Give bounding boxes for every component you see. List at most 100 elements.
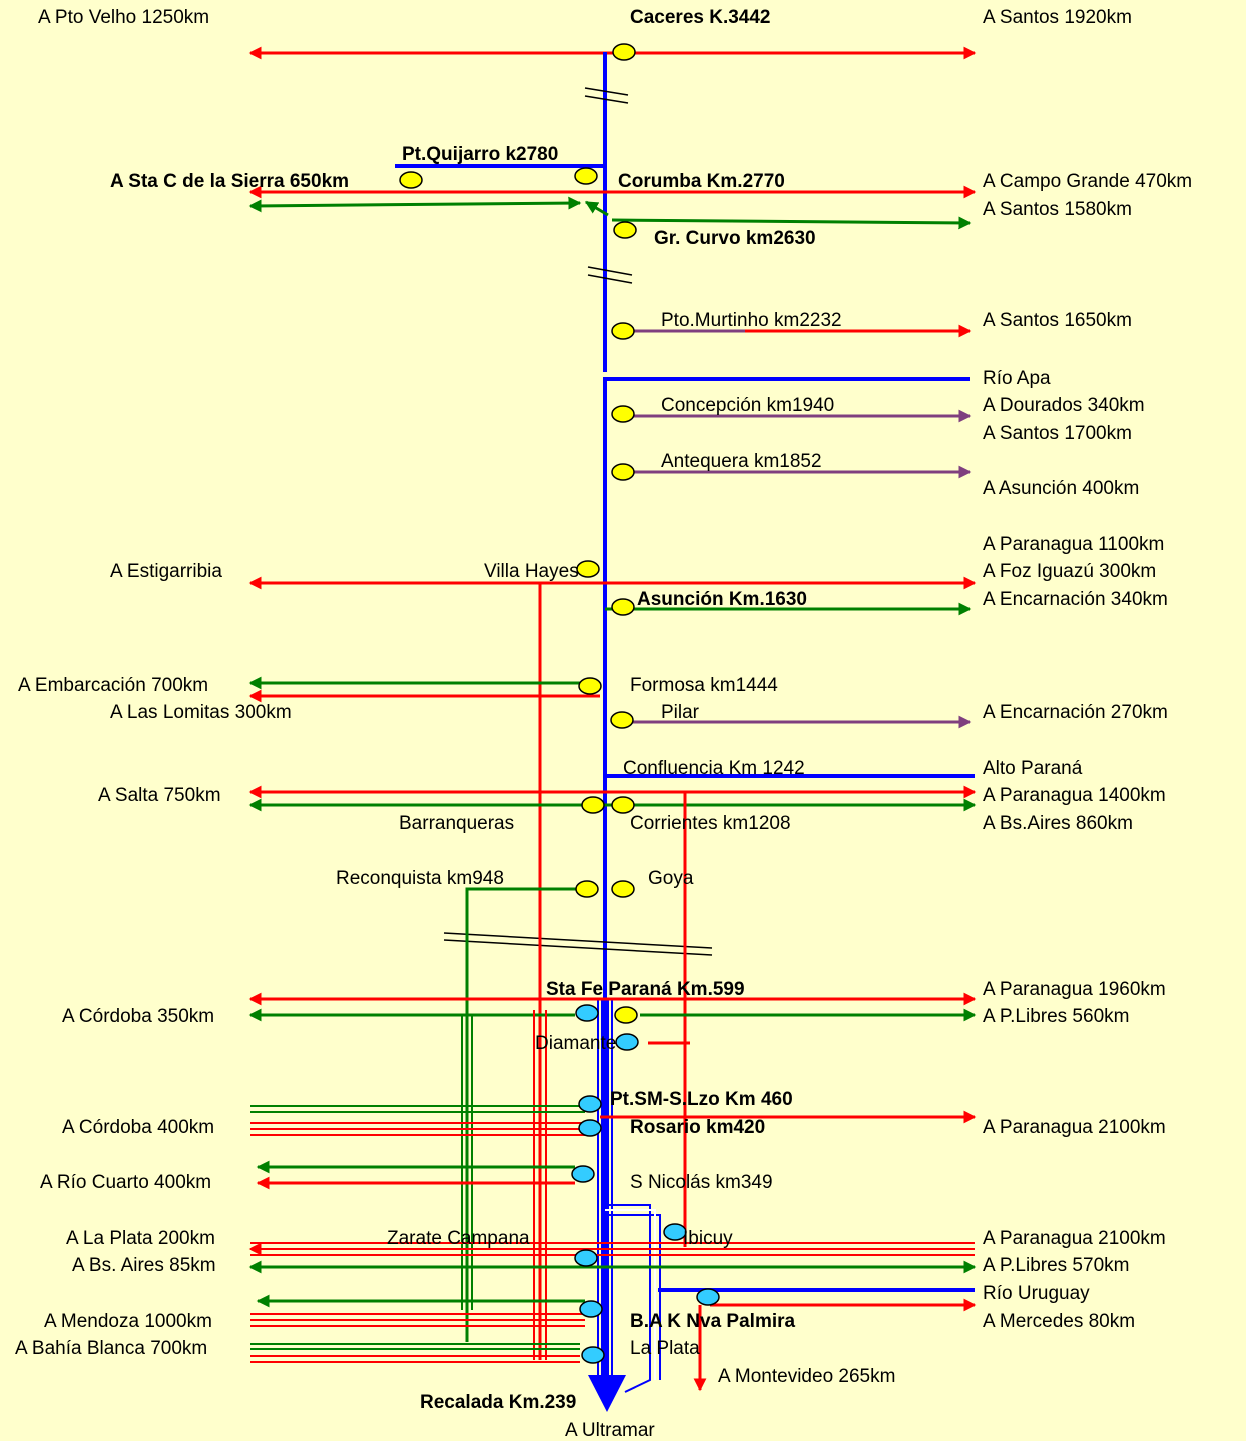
port-label: Reconquista km948	[336, 868, 504, 889]
port-label: S Nicolás km349	[630, 1172, 773, 1193]
destination-label: A Dourados 340km	[983, 395, 1145, 416]
port-marker[interactable]	[571, 1165, 595, 1183]
destination-label: A Córdoba 350km	[62, 1006, 215, 1027]
port-marker[interactable]	[614, 1006, 638, 1024]
destination-label: A Córdoba 400km	[62, 1117, 215, 1138]
destination-label: A Río Cuarto 400km	[40, 1172, 212, 1193]
port-marker[interactable]	[613, 221, 637, 239]
port-label: Antequera km1852	[661, 451, 822, 472]
destination-label: A Paranagua 2100km	[983, 1117, 1166, 1138]
port-label: Pilar	[661, 702, 700, 723]
port-label: Confluencia Km 1242	[623, 758, 805, 779]
destination-label: A Las Lomitas 300km	[110, 702, 292, 723]
port-marker[interactable]	[611, 796, 635, 814]
port-label: Barranqueras	[399, 813, 515, 834]
destination-label: A Paranagua 2100km	[983, 1228, 1166, 1249]
port-marker[interactable]	[615, 1033, 639, 1051]
destination-label: A Montevideo 265km	[718, 1366, 896, 1387]
destination-label: A Mercedes 80km	[983, 1311, 1136, 1332]
destination-label: A Bs. Aires 85km	[72, 1255, 216, 1276]
road-line	[248, 196, 582, 213]
port-label: Formosa km1444	[630, 675, 778, 696]
port-label: Gr. Curvo km2630	[654, 228, 816, 249]
port-marker[interactable]	[581, 796, 605, 814]
break-mark	[587, 274, 633, 284]
port-marker[interactable]	[611, 880, 635, 898]
port-marker[interactable]	[578, 677, 602, 695]
destination-label: A Bahía Blanca 700km	[15, 1338, 208, 1359]
destination-label: A P.Libres 570km	[983, 1255, 1130, 1276]
port-marker[interactable]	[579, 1300, 603, 1318]
destination-label: A Ultramar	[565, 1420, 655, 1441]
river-label: Alto Paraná	[983, 758, 1083, 779]
destination-label: A La Plata 200km	[66, 1228, 215, 1249]
destination-label: A Estigarribia	[110, 561, 222, 582]
destination-label: A Sta C de la Sierra 650km	[110, 171, 350, 192]
river-delta	[605, 1209, 656, 1380]
port-marker[interactable]	[575, 1004, 599, 1022]
port-marker[interactable]	[610, 711, 634, 729]
port-label: B.A K Nva Palmira	[630, 1311, 796, 1332]
port-marker[interactable]	[612, 43, 636, 61]
destination-label: A Encarnación 340km	[983, 589, 1168, 610]
port-label: Concepción km1940	[661, 395, 835, 416]
river-label: Río Uruguay	[983, 1283, 1090, 1304]
port-marker[interactable]	[574, 1249, 598, 1267]
break-mark	[443, 932, 713, 949]
port-marker[interactable]	[574, 167, 598, 185]
port-label: Pto.Murtinho km2232	[661, 310, 842, 331]
port-marker[interactable]	[611, 598, 635, 616]
port-label: Zarate Campana	[387, 1228, 530, 1249]
river-delta	[605, 1214, 661, 1380]
destination-label: A Salta 750km	[98, 785, 221, 806]
destination-label: A Paranagua 1400km	[983, 785, 1166, 806]
port-label: Recalada Km.239	[420, 1392, 577, 1413]
port-label: Goya	[648, 868, 694, 889]
port-marker[interactable]	[399, 171, 423, 189]
port-marker[interactable]	[578, 1095, 602, 1113]
port-label: Asunción Km.1630	[637, 589, 807, 610]
destination-label: A Embarcación 700km	[18, 675, 209, 696]
destination-label: A Campo Grande 470km	[983, 171, 1193, 192]
destination-label: A P.Libres 560km	[983, 1006, 1130, 1027]
port-label: Pt.SM-S.Lzo Km 460	[610, 1089, 793, 1110]
port-marker[interactable]	[611, 322, 635, 340]
break-mark	[584, 95, 629, 104]
road-trunk	[465, 887, 585, 1342]
port-label: Corumba Km.2770	[618, 171, 785, 192]
destination-label: A Asunción 400km	[983, 478, 1140, 499]
river-delta	[605, 1204, 651, 1393]
destination-label: A Mendoza 1000km	[44, 1311, 212, 1332]
destination-label: A Paranagua 1100km	[983, 534, 1165, 555]
port-label: Villa Hayes	[484, 561, 579, 582]
destination-label: A Santos 1580km	[983, 199, 1132, 220]
port-label: Corrientes km1208	[630, 813, 791, 834]
port-label: La Plata	[630, 1338, 700, 1359]
port-marker[interactable]	[696, 1288, 720, 1306]
port-label: Rosario km420	[630, 1117, 766, 1138]
port-marker[interactable]	[611, 405, 635, 423]
port-label: Caceres K.3442	[630, 7, 771, 28]
break-mark	[443, 939, 713, 956]
port-label: Sta Fe Paraná Km.599	[546, 979, 745, 1000]
port-label: Ibicuy	[683, 1228, 733, 1249]
river-mouth-arrow	[588, 1375, 626, 1412]
port-marker[interactable]	[575, 880, 599, 898]
break-mark	[584, 87, 629, 96]
break-mark	[587, 266, 633, 276]
destination-label: A Paranagua 1960km	[983, 979, 1166, 1000]
destination-label: A Bs.Aires 860km	[983, 813, 1133, 834]
port-marker[interactable]	[663, 1223, 687, 1241]
port-label: Pt.Quijarro k2780	[402, 144, 559, 165]
port-marker[interactable]	[576, 560, 600, 578]
port-marker[interactable]	[611, 463, 635, 481]
destination-label: A Santos 1920km	[983, 7, 1132, 28]
road-line	[611, 216, 972, 230]
river-label: Río Apa	[983, 368, 1051, 389]
destination-label: A Santos 1650km	[983, 310, 1132, 331]
port-marker[interactable]	[578, 1119, 602, 1137]
destination-label: A Foz Iguazú 300km	[983, 561, 1157, 582]
port-label: Diamante	[535, 1033, 617, 1054]
port-marker[interactable]	[581, 1346, 605, 1364]
